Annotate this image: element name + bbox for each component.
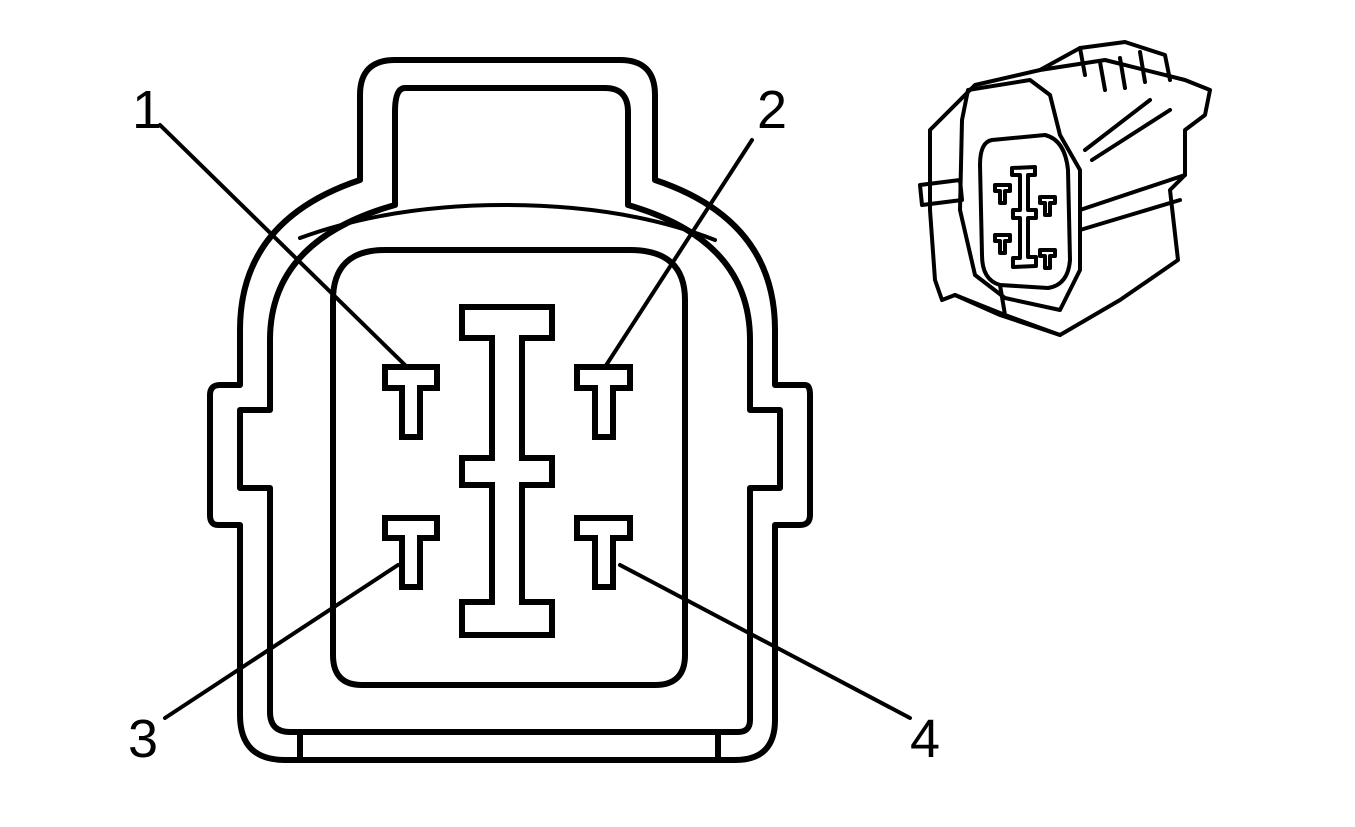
terminal-1 [382, 364, 440, 440]
iso-terminal-1 [993, 183, 1012, 205]
leader-line-1 [158, 123, 409, 369]
iso-side-rib [918, 173, 1187, 232]
leader-line-3 [163, 563, 400, 720]
connector-isometric-view [918, 40, 1212, 337]
terminal-2 [574, 364, 633, 440]
leader-line-2 [603, 138, 754, 369]
iso-diagonal-rib [1083, 98, 1172, 162]
iso-center-key [1010, 165, 1038, 269]
leader-line-4 [618, 563, 912, 720]
iso-face-recess [978, 133, 1072, 290]
terminal-3 [382, 515, 440, 590]
callout-2: 2 [757, 80, 787, 140]
terminal-4 [574, 515, 633, 590]
iso-terminal-2 [1038, 195, 1057, 217]
connector-face-front-view [207, 57, 813, 763]
iso-lock-top [1038, 40, 1172, 82]
callout-3: 3 [128, 709, 158, 769]
iso-lock-ridges [1078, 46, 1147, 92]
iso-body-outline [928, 58, 1212, 337]
iso-terminal-3 [993, 233, 1012, 255]
iso-bottom-edge [953, 283, 1062, 337]
top-tab-inner [298, 203, 717, 242]
housing-outer-outline [207, 57, 813, 763]
terminal-cavity [330, 247, 688, 688]
center-key-slot [459, 304, 555, 638]
iso-terminal-4 [1038, 248, 1057, 270]
callout-1: 1 [132, 80, 162, 140]
callout-4: 4 [910, 709, 940, 769]
